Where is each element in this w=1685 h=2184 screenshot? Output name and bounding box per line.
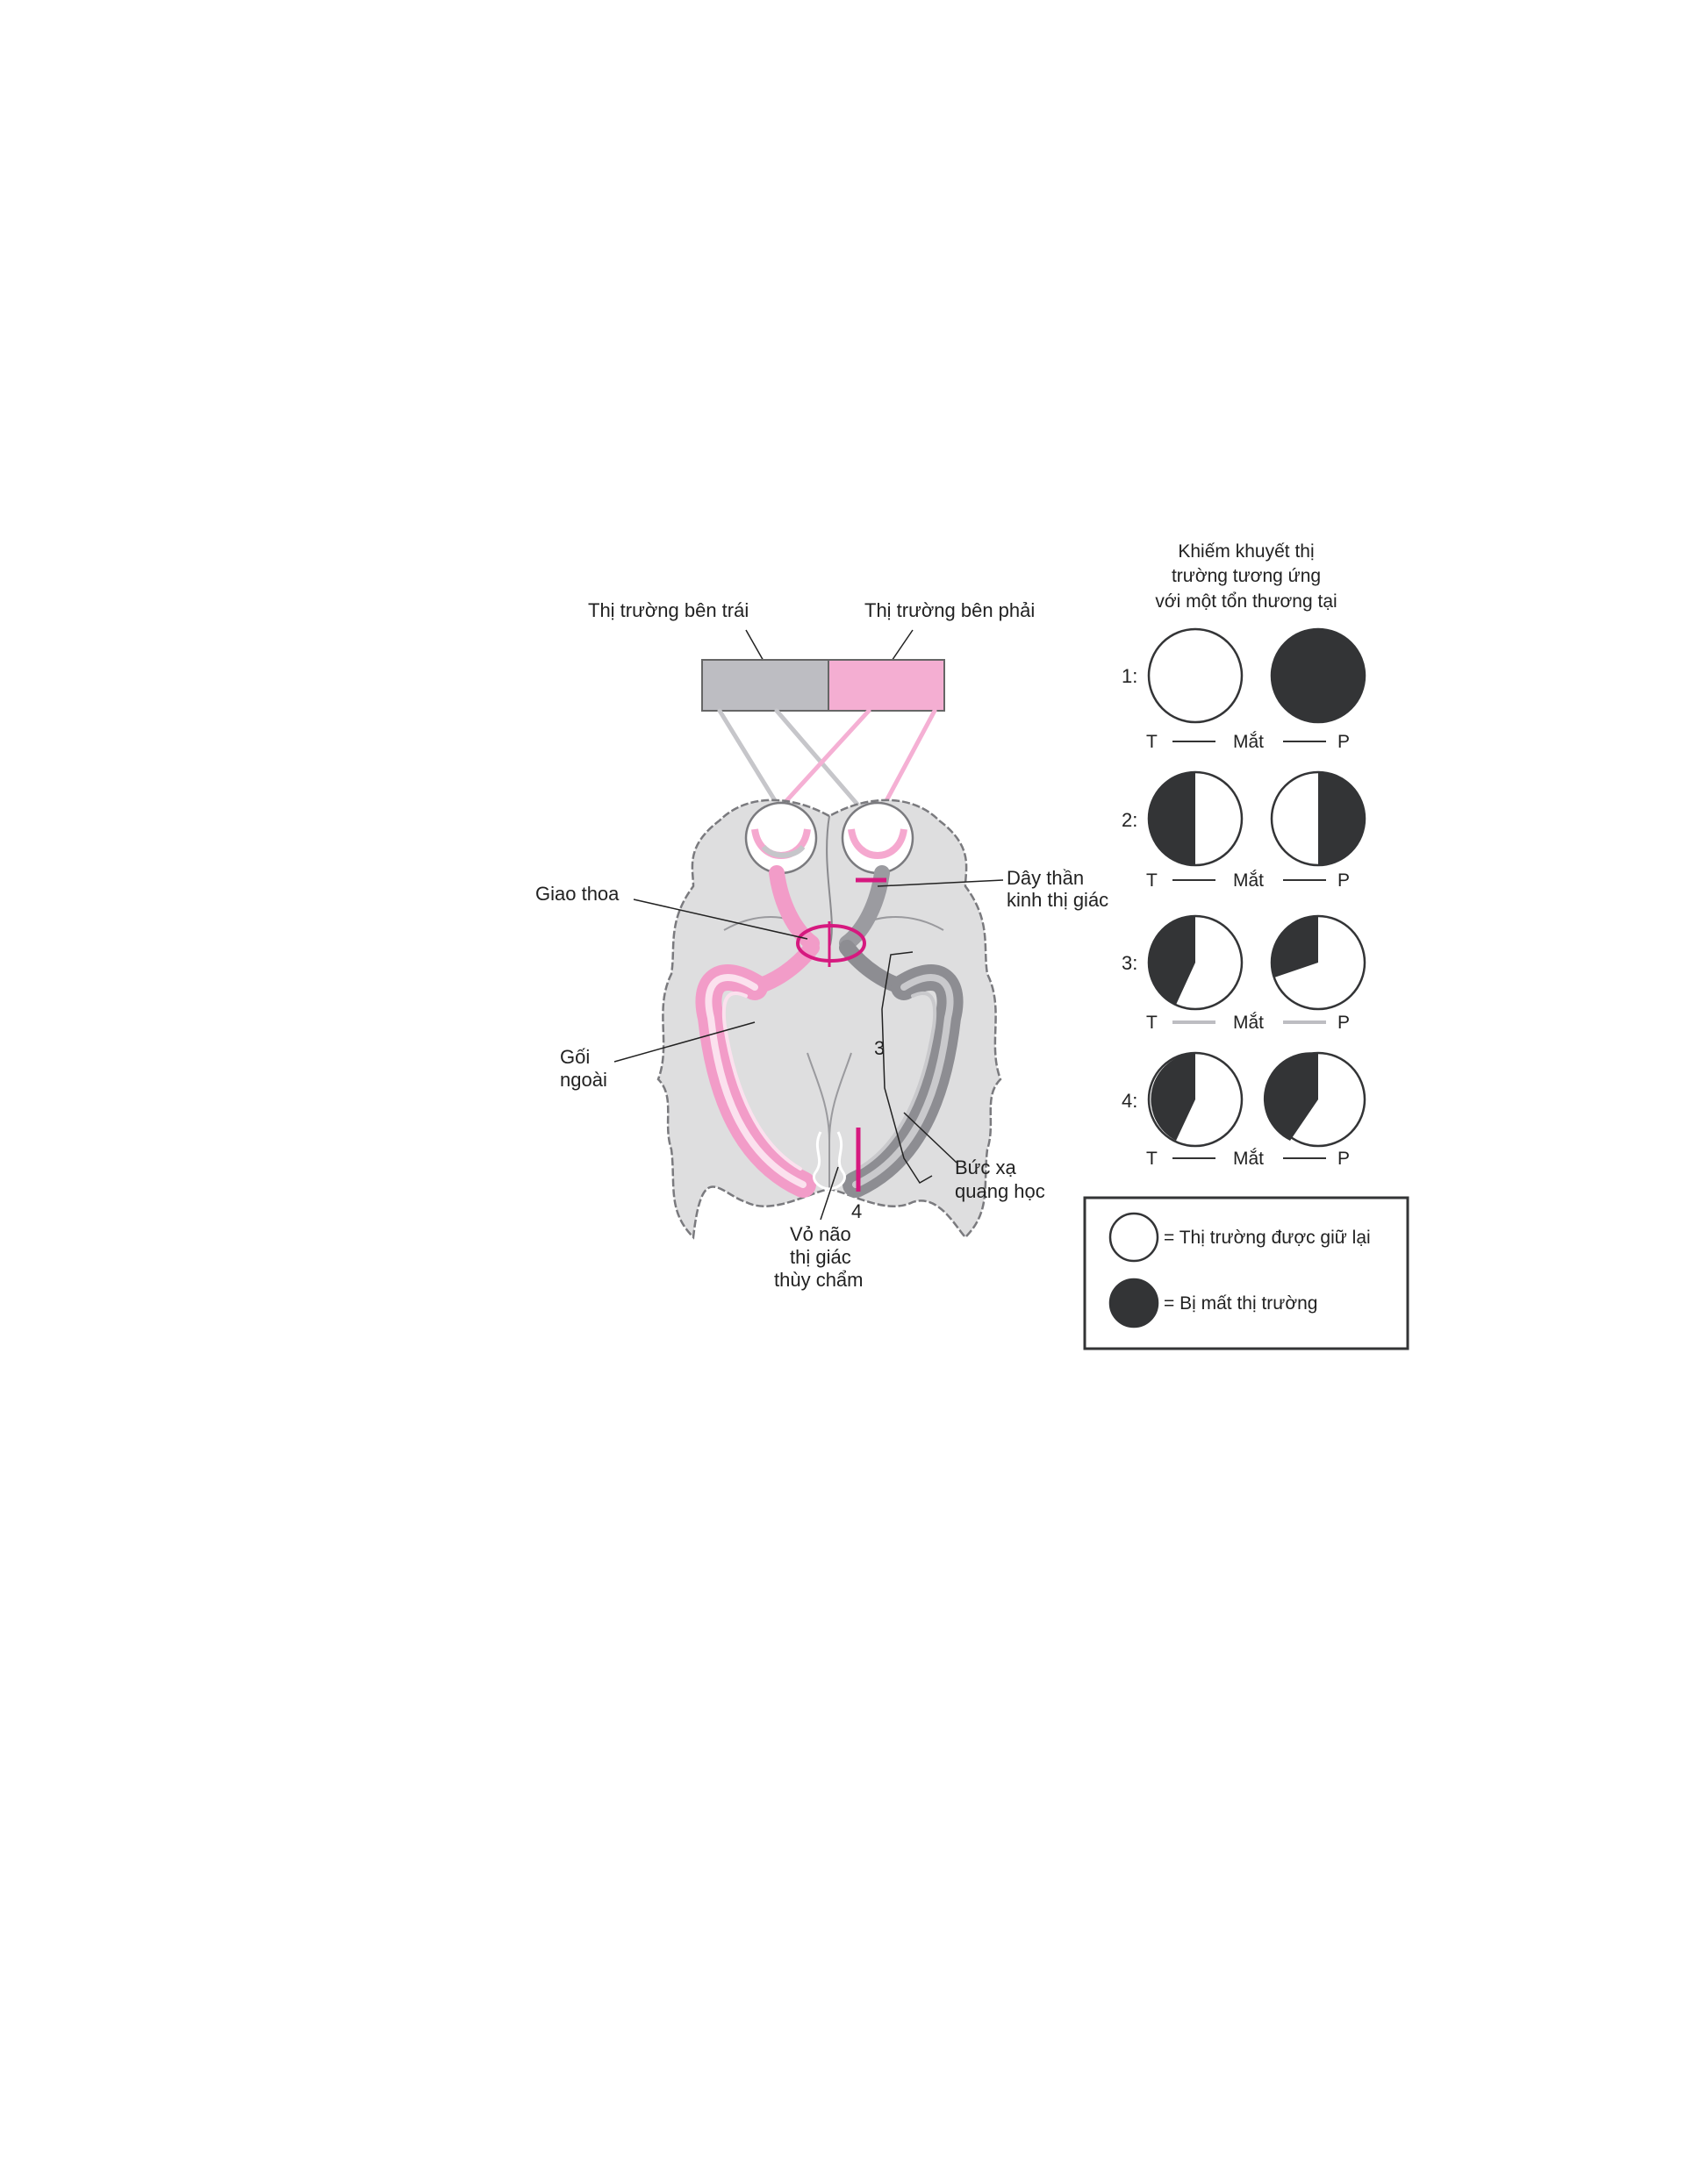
legend-box: = Thị trường được giữ lại = Bị mất thị t…	[1083, 1196, 1409, 1350]
brain-midline	[826, 815, 833, 949]
lgn-label-line2: ngoài	[560, 1069, 607, 1091]
chiasm-label: Giao thoa	[535, 883, 620, 905]
optic-nerve-label-line2: kinh thị giác	[1007, 889, 1108, 911]
row-3-right-eye-loss	[1272, 916, 1318, 977]
defect-row-2: 2: T Mắt P	[1122, 770, 1366, 891]
cortex-label-line2: thị giác	[790, 1246, 851, 1268]
row-3-label: 3:	[1122, 952, 1137, 974]
row-4-eye-word: Mắt	[1233, 1149, 1264, 1169]
occipital-fold-right	[828, 1131, 846, 1191]
left-field-label: Thị trường bên trái	[588, 599, 749, 621]
row-3-left-letter: T	[1146, 1013, 1158, 1033]
cortex-label-line1: Vỏ não	[790, 1223, 851, 1245]
row-2-right-letter: P	[1337, 870, 1350, 891]
defect-row-3: 3: T Mắt P	[1122, 914, 1366, 1033]
row-3-left-eye-loss	[1149, 916, 1195, 1005]
optic-nerve-leader	[877, 879, 1004, 887]
row-1-eye-word: Mắt	[1233, 732, 1264, 752]
row-4-left-eye-loss	[1151, 1053, 1195, 1141]
row-1-label: 1:	[1122, 665, 1137, 687]
row-2-eye-word: Mắt	[1233, 870, 1264, 891]
row-1-left-letter: T	[1146, 732, 1158, 752]
left-visual-field-bar	[701, 659, 829, 712]
legend-lost-label: = Bị mất thị trường	[1164, 1293, 1317, 1314]
lesion-4-number: 4	[851, 1200, 862, 1222]
left-radiation-highlight-2	[721, 991, 802, 1171]
defect-row-1: 1: T Mắt P	[1122, 627, 1366, 752]
optic-nerve-label-line1: Dây thần	[1007, 867, 1084, 889]
right-radiation-highlight-1	[852, 974, 954, 1188]
panel-title-line3: với một tổn thương tại	[1155, 591, 1337, 612]
cortex-label-line3: thùy chẩm	[774, 1269, 864, 1291]
row-1-right-eye-field	[1270, 627, 1366, 724]
row-2-label: 2:	[1122, 809, 1137, 831]
radiation-label-line1: Bức xạ	[955, 1156, 1017, 1178]
cortex-leader	[820, 1166, 839, 1221]
row-4-right-eye-loss	[1263, 1052, 1318, 1141]
lesion-3-number: 3	[874, 1037, 885, 1059]
radiation-label-line2: quang học	[955, 1180, 1045, 1202]
legend-preserved-swatch	[1108, 1212, 1159, 1263]
right-radiation-highlight-2	[857, 991, 937, 1171]
row-1-right-letter: P	[1337, 732, 1350, 752]
right-field-label: Thị trường bên phải	[864, 599, 1035, 621]
row-4-label: 4:	[1122, 1090, 1137, 1112]
row-2-right-eye-loss	[1318, 772, 1365, 865]
chiasm-lesion-ring	[796, 924, 866, 963]
row-1-left-eye-field	[1147, 627, 1244, 724]
legend-preserved-label: = Thị trường được giữ lại	[1164, 1228, 1371, 1248]
occipital-fold-left	[813, 1131, 830, 1191]
left-radiation-highlight-1	[705, 974, 807, 1188]
right-visual-field-bar	[828, 659, 945, 712]
right-retina-pink	[848, 828, 907, 859]
lgn-label-line1: Gối	[560, 1046, 590, 1068]
panel-title-line1: Khiếm khuyết thị	[1178, 541, 1314, 562]
panel-title-line2: trường tương ứng	[1172, 566, 1321, 586]
row-2-left-eye-loss	[1149, 772, 1195, 865]
chiasm-leader	[633, 899, 808, 940]
radiation-leader	[903, 1112, 957, 1164]
row-4-right-letter: P	[1337, 1149, 1350, 1169]
row-4-left-letter: T	[1146, 1149, 1158, 1169]
radiation-lesion-bracket	[881, 951, 933, 1185]
defect-row-4: 4: T Mắt P	[1122, 1051, 1366, 1169]
row-3-right-letter: P	[1337, 1013, 1350, 1033]
row-3-eye-word: Mắt	[1233, 1013, 1264, 1033]
left-retina-gray	[761, 844, 806, 858]
row-2-left-letter: T	[1146, 870, 1158, 891]
lgn-leader	[613, 1021, 756, 1063]
legend-lost-swatch	[1108, 1278, 1159, 1328]
